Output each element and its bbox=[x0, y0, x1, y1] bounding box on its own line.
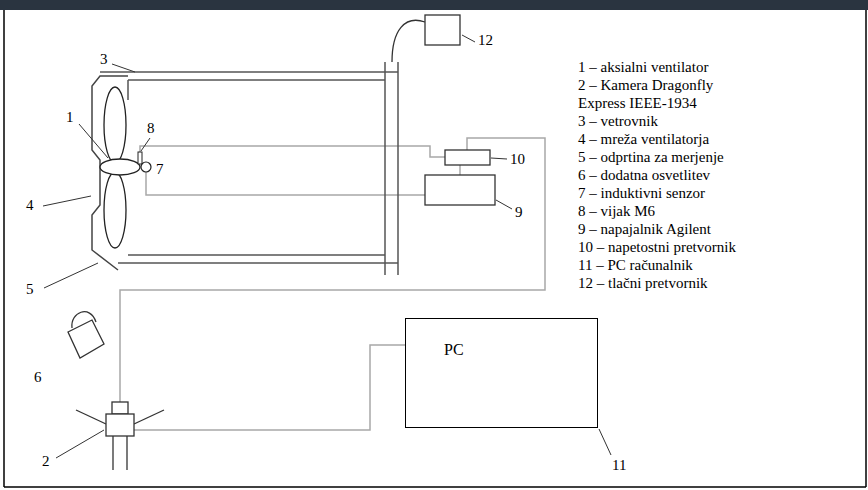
power-supply bbox=[425, 175, 495, 205]
pressure-tube bbox=[392, 20, 425, 62]
wind-tunnel bbox=[100, 62, 398, 275]
key-entry: 7 – induktivni senzor bbox=[578, 184, 705, 202]
callout-number: 5 bbox=[26, 280, 34, 298]
callout-number: 8 bbox=[147, 119, 155, 137]
callout-number: 7 bbox=[156, 160, 164, 178]
key-entry: 5 – odprtina za merjenje bbox=[578, 148, 724, 166]
extra-light bbox=[68, 312, 104, 358]
key-entry: 10 – napetostni pretvornik bbox=[578, 238, 736, 256]
key-entry: 11 – PC računalnik bbox=[578, 256, 693, 274]
key-entry: 6 – dodatna osvetlitev bbox=[578, 166, 710, 184]
key-entry: 12 – tlačni pretvornik bbox=[578, 274, 708, 292]
callout-number: 4 bbox=[26, 196, 34, 214]
leader-lines bbox=[43, 35, 611, 458]
key-entry: 8 – vijak M6 bbox=[578, 202, 655, 220]
node-text: PC bbox=[444, 341, 464, 359]
key-entry: 4 – mreža ventilatorja bbox=[578, 130, 709, 148]
callout-number: 2 bbox=[42, 452, 50, 470]
pressure-transducer bbox=[425, 15, 460, 45]
key-entry: 2 – Kamera Dragonfly Express IEEE-1934 bbox=[578, 76, 743, 112]
callout-number: 10 bbox=[510, 150, 525, 168]
pc-box: PC bbox=[405, 318, 598, 428]
axial-fan bbox=[100, 87, 140, 248]
callout-number: 3 bbox=[100, 50, 108, 68]
frame-line bbox=[3, 10, 5, 487]
callout-number: 1 bbox=[66, 108, 74, 126]
key-entry: 1 – aksialni ventilator bbox=[578, 58, 708, 76]
key-entry: 9 – napajalnik Agilent bbox=[578, 220, 711, 238]
frame-line bbox=[865, 10, 867, 487]
inductive-sensor bbox=[141, 162, 151, 172]
callout-number: 6 bbox=[34, 368, 42, 386]
key-entry: 3 – vetrovnik bbox=[578, 112, 658, 130]
callout-number: 9 bbox=[515, 203, 523, 221]
screw-m6 bbox=[138, 152, 142, 164]
voltage-converter bbox=[445, 150, 490, 165]
top-strip bbox=[0, 0, 868, 10]
callout-number: 11 bbox=[612, 456, 626, 474]
camera bbox=[76, 402, 164, 470]
frame-line bbox=[4, 486, 866, 488]
callout-number: 12 bbox=[478, 31, 493, 49]
